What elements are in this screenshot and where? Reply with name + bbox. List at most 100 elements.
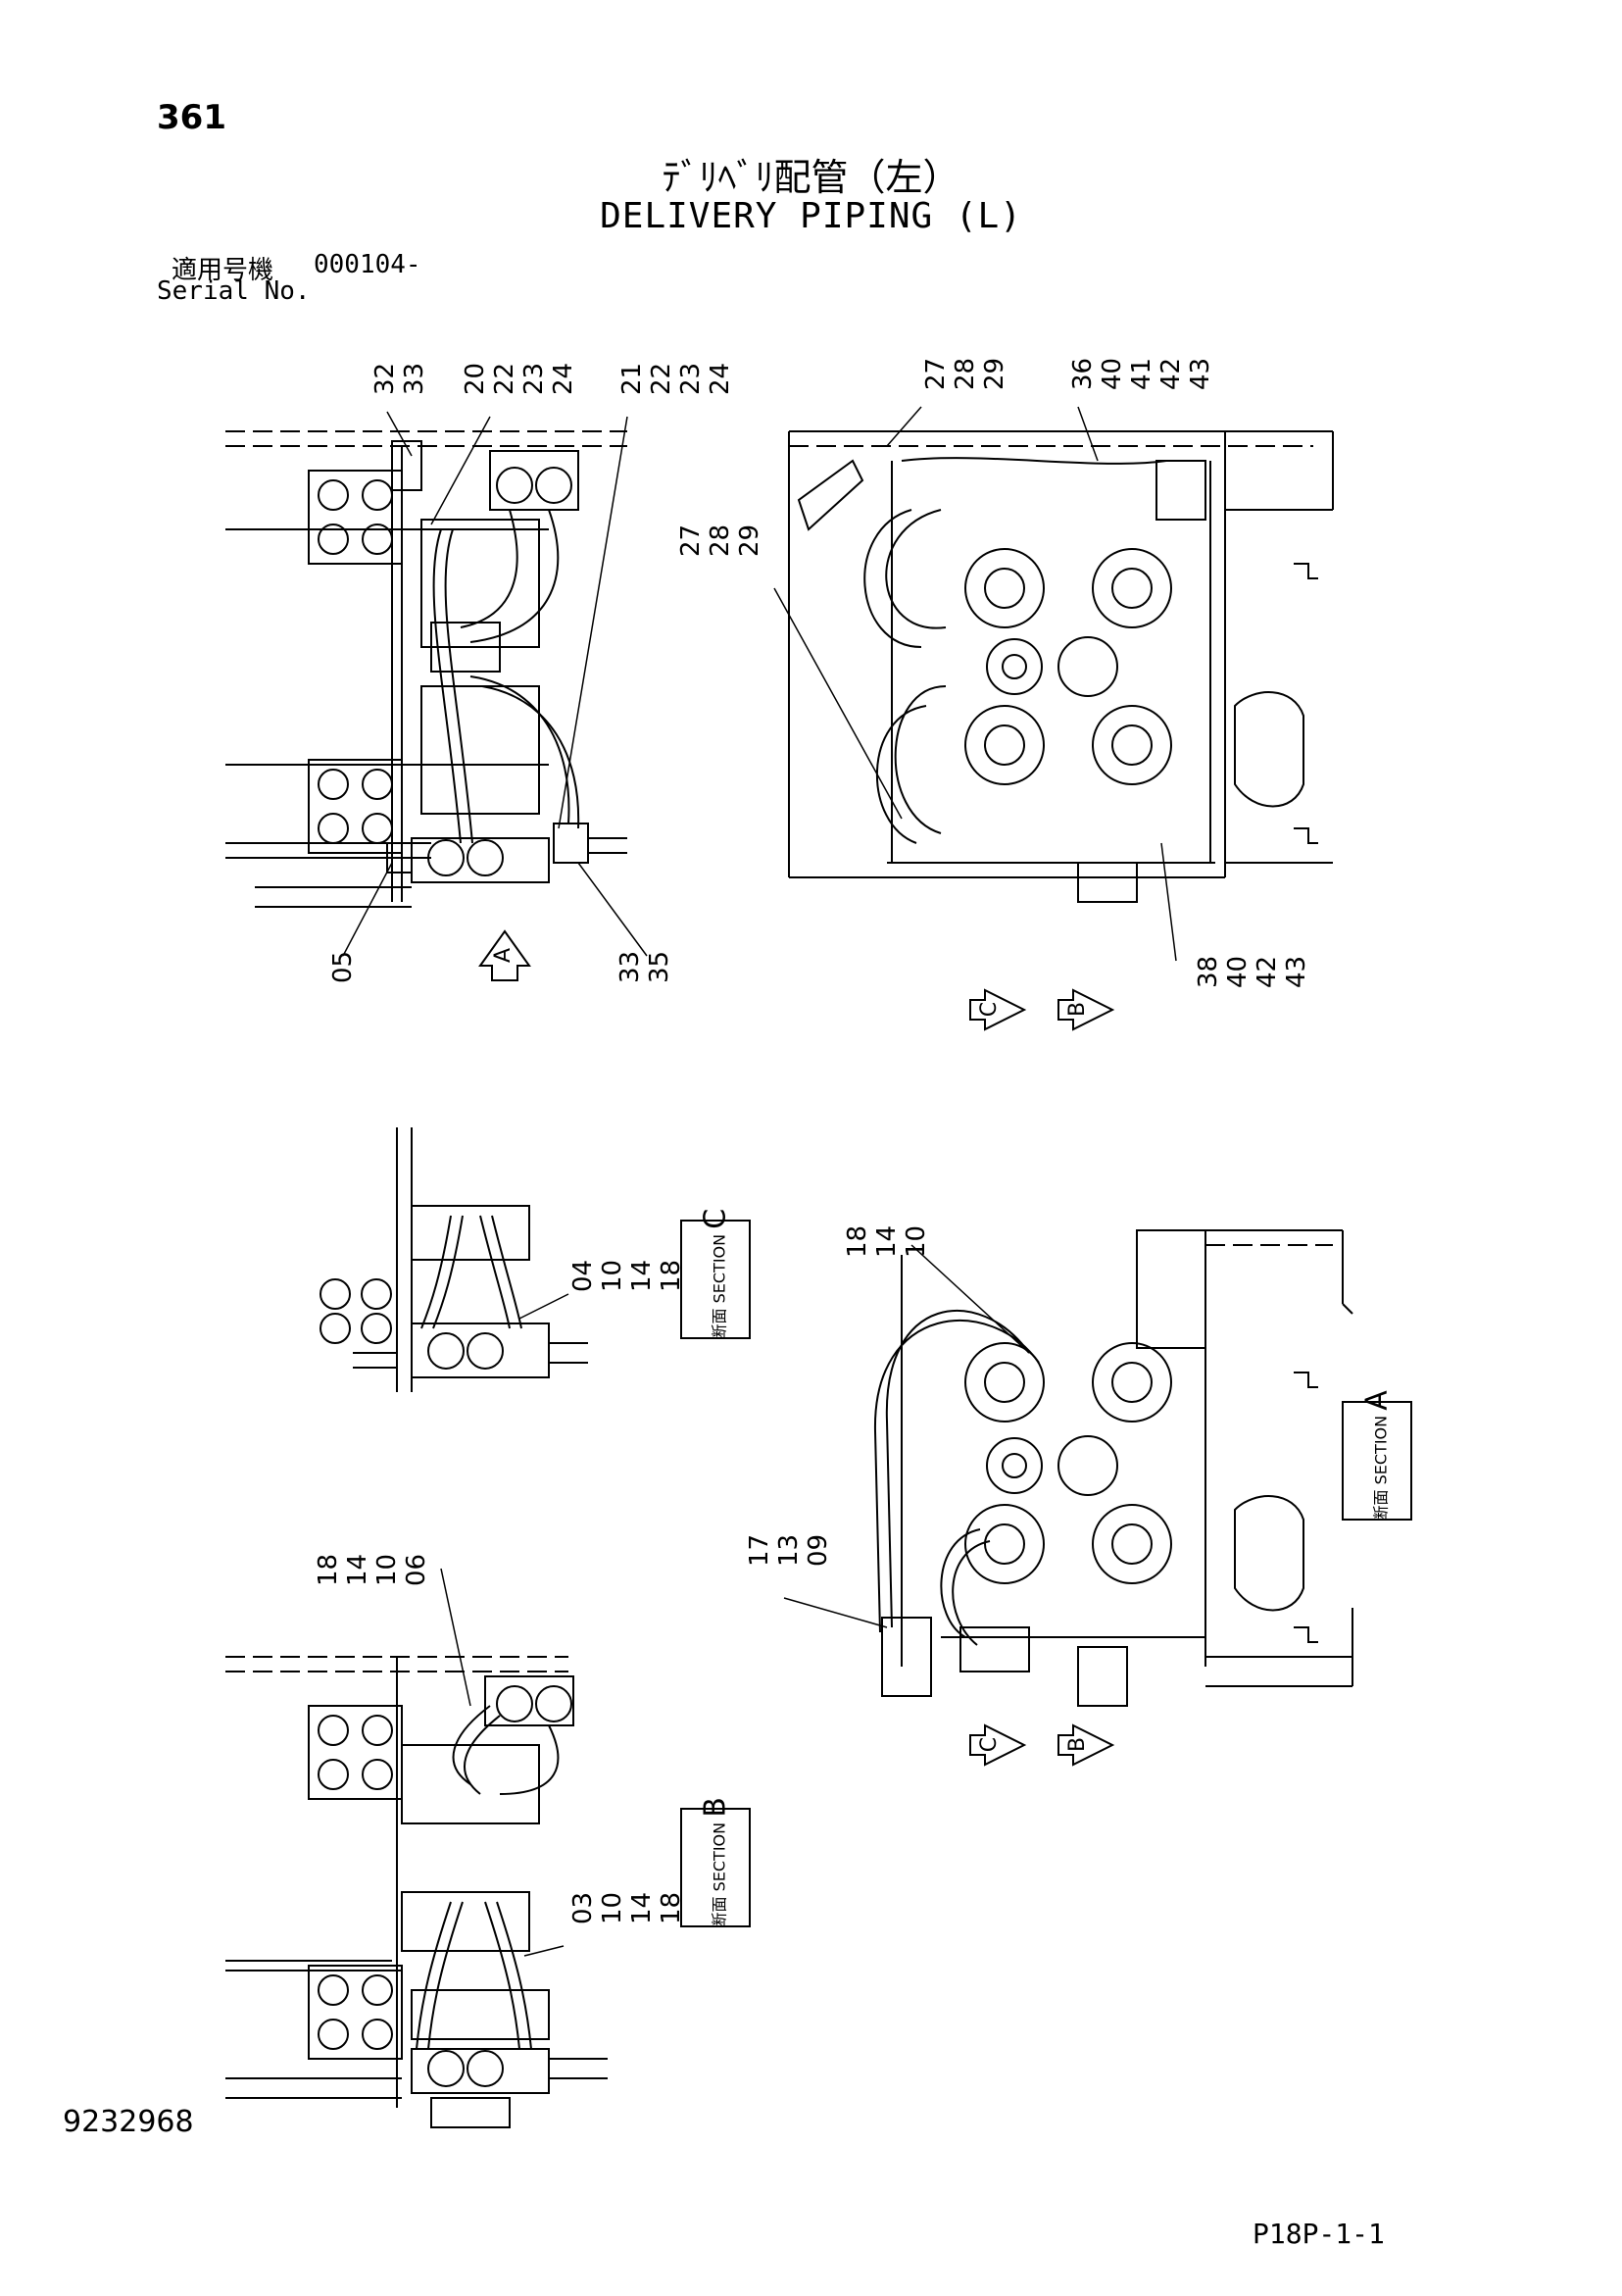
- part-number: 21: [617, 362, 647, 395]
- page-reference: P18P-1-1: [1253, 2218, 1385, 2250]
- section-label-a: 断面 SECTION A: [1360, 1390, 1395, 1522]
- part-number: 03: [568, 1891, 598, 1924]
- part-number: 04: [568, 1259, 598, 1292]
- section-b-kanji: 断面: [710, 1896, 729, 1928]
- part-number: 42: [1156, 357, 1186, 390]
- callout-tl-4: 05: [328, 950, 358, 983]
- title-english: DELIVERY PIPING (L): [600, 196, 1022, 236]
- part-number: 43: [1186, 357, 1215, 390]
- part-number: 10: [598, 1891, 627, 1924]
- part-number: 33: [615, 950, 645, 983]
- part-number: 41: [1127, 357, 1156, 390]
- part-number: 23: [519, 362, 549, 395]
- view-section-b: [225, 1656, 608, 2128]
- view-section-c: [319, 1127, 588, 1392]
- part-number: 32: [370, 362, 400, 395]
- part-number: 24: [706, 362, 735, 395]
- part-number: 40: [1223, 955, 1253, 988]
- view-arrow-b-top: [1057, 988, 1115, 1031]
- part-number: 10: [902, 1224, 931, 1258]
- section-label-c: 断面 SECTION C: [699, 1209, 733, 1340]
- part-number: 14: [343, 1553, 372, 1586]
- part-number: 40: [1098, 357, 1127, 390]
- part-number: 10: [598, 1259, 627, 1292]
- part-number: 18: [843, 1224, 872, 1258]
- view-marker-b-bottom: B: [1065, 1736, 1091, 1753]
- part-number: 18: [657, 1891, 686, 1924]
- part-number: 28: [706, 524, 735, 557]
- section-b-letter: B: [698, 1797, 733, 1818]
- part-number: 29: [735, 524, 764, 557]
- view-marker-c-top: C: [977, 1001, 1003, 1018]
- section-c-word: SECTION: [710, 1233, 729, 1304]
- part-number: 29: [980, 357, 1009, 390]
- serial-value: 000104-: [314, 250, 421, 279]
- leader-lines: [342, 406, 1177, 1957]
- part-number: 18: [314, 1553, 343, 1586]
- section-c-frame: [680, 1220, 751, 1339]
- part-number: 27: [921, 357, 951, 390]
- part-number: 17: [745, 1533, 774, 1567]
- section-label-b: 断面 SECTION B: [699, 1797, 733, 1928]
- part-number: 22: [647, 362, 676, 395]
- part-number: 43: [1282, 955, 1311, 988]
- view-section-a: [873, 1229, 1353, 1707]
- part-number: 05: [328, 950, 358, 983]
- view-arrow-b-bottom: [1057, 1723, 1115, 1767]
- section-a-word: SECTION: [1371, 1415, 1391, 1485]
- part-number: 20: [461, 362, 490, 395]
- part-number: 36: [1068, 357, 1098, 390]
- part-number: 14: [627, 1259, 657, 1292]
- section-c-kanji: 断面: [710, 1308, 729, 1340]
- title-japanese: ﾃﾞﾘﾍﾞﾘ配管（左）: [662, 156, 960, 199]
- view-arrow-a: [478, 929, 531, 981]
- view-top-left: [225, 430, 627, 908]
- part-number: 14: [627, 1891, 657, 1924]
- section-a-frame: [1342, 1401, 1412, 1521]
- section-a-kanji: 断面: [1371, 1489, 1391, 1522]
- part-number: 13: [774, 1533, 804, 1567]
- page-number: 361: [157, 98, 226, 137]
- view-marker-a: A: [491, 947, 516, 964]
- part-number: 18: [657, 1259, 686, 1292]
- section-c-letter: C: [698, 1208, 733, 1229]
- part-number: 28: [951, 357, 980, 390]
- part-number: 42: [1253, 955, 1282, 988]
- view-top-right: [788, 430, 1334, 903]
- part-number: 38: [1194, 955, 1223, 988]
- part-number: 23: [676, 362, 706, 395]
- part-number: 14: [872, 1224, 902, 1258]
- serial-label-english: Serial No.: [157, 276, 311, 306]
- part-number: 10: [372, 1553, 402, 1586]
- view-arrow-c-top: [969, 988, 1027, 1031]
- view-marker-b-top: B: [1065, 1001, 1091, 1018]
- part-number: 22: [490, 362, 519, 395]
- serial-label-japanese: 適用号機: [172, 256, 274, 285]
- part-number: 24: [549, 362, 578, 395]
- section-b-frame: [680, 1808, 751, 1927]
- view-marker-c-bottom: C: [977, 1736, 1003, 1753]
- document-number: 9232968: [63, 2105, 194, 2139]
- part-number: 27: [676, 524, 706, 557]
- part-number: 35: [645, 950, 674, 983]
- part-number: 09: [804, 1533, 833, 1567]
- section-a-letter: A: [1359, 1390, 1395, 1411]
- part-number: 33: [400, 362, 429, 395]
- section-b-word: SECTION: [710, 1822, 729, 1892]
- view-arrow-c-bottom: [969, 1723, 1027, 1767]
- part-number: 06: [402, 1553, 431, 1586]
